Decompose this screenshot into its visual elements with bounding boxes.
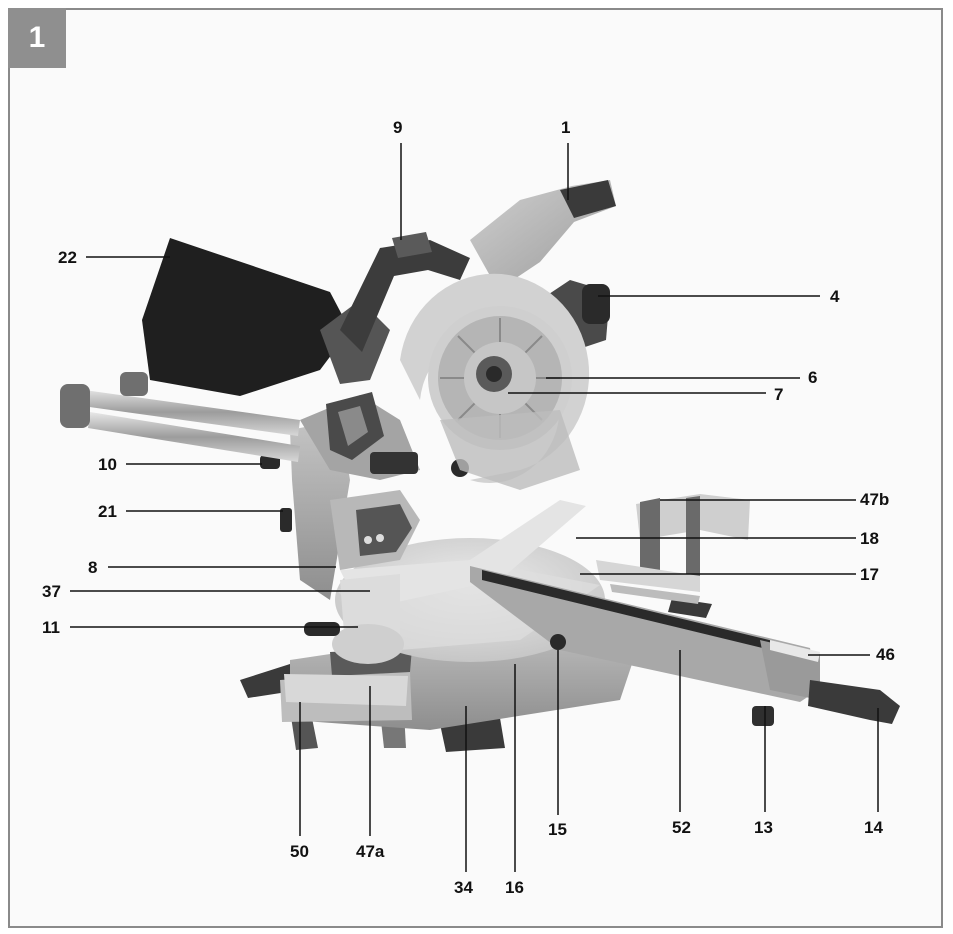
callout-47b: 47b — [860, 490, 890, 509]
lower-guard — [440, 410, 580, 490]
carry-handle-grip — [392, 232, 432, 258]
callout-7: 7 — [774, 385, 784, 404]
leader-lines — [70, 143, 879, 872]
figure-number: 1 — [28, 21, 46, 54]
callout-37: 37 — [42, 582, 61, 601]
callout-4: 4 — [830, 287, 840, 306]
callout-9: 9 — [393, 118, 403, 137]
callout-8: 8 — [88, 558, 98, 577]
callout-47a: 47a — [356, 842, 385, 861]
callout-18: 18 — [860, 529, 879, 548]
lock-foot-13 — [752, 706, 774, 726]
callout-14: 14 — [864, 818, 883, 837]
callout-21: 21 — [98, 502, 117, 521]
table-insert — [340, 500, 586, 610]
handle-grip — [560, 180, 616, 218]
motor — [540, 280, 610, 350]
callout-6: 6 — [808, 368, 818, 387]
callout-16: 16 — [505, 878, 524, 897]
callout-50: 50 — [290, 842, 309, 861]
rotary-arm — [470, 566, 820, 702]
dust-bag — [142, 238, 350, 396]
left-extension — [284, 674, 408, 706]
carry-handle — [340, 240, 470, 352]
callout-15: 15 — [548, 820, 567, 839]
callout-13: 13 — [754, 818, 773, 837]
callout-52: 52 — [672, 818, 691, 837]
head-housing — [300, 392, 469, 480]
tilt-column — [260, 420, 420, 664]
callout-22: 22 — [58, 248, 77, 267]
callout-10: 10 — [98, 455, 117, 474]
figure-number-tab: 1 — [8, 8, 66, 68]
callout-17: 17 — [860, 565, 879, 584]
rotary-handle — [808, 680, 900, 724]
right-extension — [596, 494, 750, 604]
blade-bolt — [486, 366, 502, 382]
slide-rails — [60, 372, 300, 462]
callout-34: 34 — [454, 878, 473, 897]
miter-lock-knob — [550, 634, 566, 650]
callout-1: 1 — [561, 118, 571, 137]
callout-46: 46 — [876, 645, 895, 664]
callout-11: 11 — [42, 618, 60, 637]
